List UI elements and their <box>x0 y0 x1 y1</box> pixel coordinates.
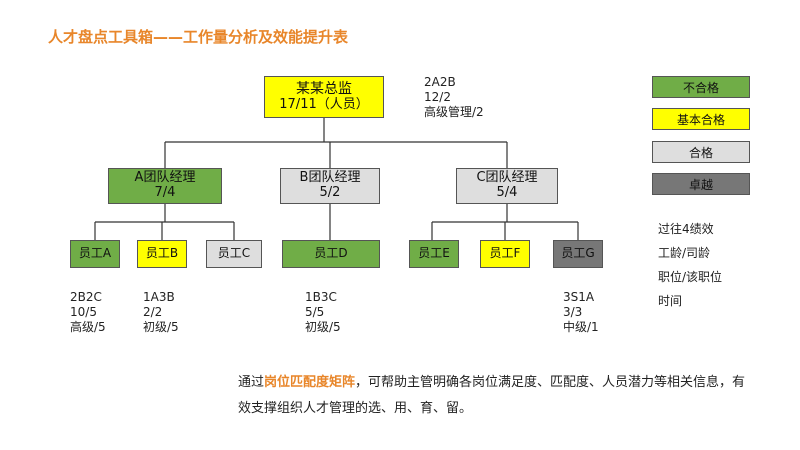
staff-b-info: 1A3B 2/2 初级/5 <box>143 290 179 335</box>
legend-unqualified: 不合格 <box>652 76 750 98</box>
legend-label: 卓越 <box>688 177 713 192</box>
staff-g-info: 3S1A 3/3 中级/1 <box>563 290 599 335</box>
legend-label: 基本合格 <box>676 112 725 127</box>
staff-b-box: 员工B <box>137 240 187 268</box>
staff-d-box: 员工D <box>282 240 380 268</box>
staff-f-name: 员工F <box>489 246 521 261</box>
legend-qualified: 合格 <box>652 141 750 163</box>
director-box: 某某总监 17/11（人员） <box>264 76 384 118</box>
staff-a-box: 员工A <box>70 240 120 268</box>
staff-e-box: 员工E <box>409 240 459 268</box>
staff-b-name: 员工B <box>145 246 179 261</box>
staff-c-box: 员工C <box>206 240 262 268</box>
director-name: 某某总监 <box>296 81 352 98</box>
staff-info-line: 中级/1 <box>563 320 599 334</box>
staff-info-line: 2/2 <box>143 305 163 319</box>
description-paragraph: 通过岗位匹配度矩阵，可帮助主管明确各岗位满足度、匹配度、人员潜力等相关信息，有效… <box>238 370 758 422</box>
legend-desc-line: 过往4绩效 <box>658 222 714 236</box>
page-title: 人才盘点工具箱——工作量分析及效能提升表 <box>48 28 349 46</box>
manager-a-box: A团队经理 7/4 <box>108 168 222 204</box>
manager-c-sub: 5/4 <box>496 185 518 200</box>
legend-basic: 基本合格 <box>652 108 750 130</box>
director-info: 2A2B 12/2 高级管理/2 <box>424 75 484 120</box>
legend-label: 不合格 <box>682 80 719 95</box>
legend-label: 合格 <box>688 145 713 160</box>
staff-info-line: 1B3C <box>305 290 337 304</box>
staff-info-line: 10/5 <box>70 305 97 319</box>
legend-desc-line: 时间 <box>658 294 683 308</box>
staff-d-info: 1B3C 5/5 初级/5 <box>305 290 341 335</box>
staff-g-name: 员工G <box>561 246 595 261</box>
director-sub: 17/11（人员） <box>279 96 369 112</box>
staff-info-line: 高级/5 <box>70 320 106 334</box>
legend-description: 过往4绩效 工龄/司龄 职位/该职位 时间 <box>658 217 722 313</box>
manager-a-name: A团队经理 <box>134 170 196 186</box>
manager-b-box: B团队经理 5/2 <box>280 168 380 204</box>
staff-info-line: 1A3B <box>143 290 175 304</box>
legend-desc-line: 职位/该职位 <box>658 270 723 284</box>
manager-c-box: C团队经理 5/4 <box>456 168 558 204</box>
staff-a-info: 2B2C 10/5 高级/5 <box>70 290 106 335</box>
staff-info-line: 3/3 <box>563 305 583 319</box>
director-info-line: 高级管理/2 <box>424 105 484 119</box>
manager-c-name: C团队经理 <box>476 170 538 186</box>
manager-b-sub: 5/2 <box>319 185 341 200</box>
director-info-line: 12/2 <box>424 90 451 104</box>
staff-info-line: 3S1A <box>563 290 595 304</box>
director-info-line: 2A2B <box>424 75 456 89</box>
staff-c-name: 员工C <box>217 246 251 261</box>
legend-desc-line: 工龄/司龄 <box>658 246 711 260</box>
staff-f-box: 员工F <box>480 240 530 268</box>
staff-d-name: 员工D <box>314 246 348 261</box>
legend-excellent: 卓越 <box>652 173 750 195</box>
staff-info-line: 初级/5 <box>143 320 179 334</box>
description-highlight: 岗位匹配度矩阵 <box>264 375 356 390</box>
description-post: ，可帮助主管明确各岗位满足度、匹配度、人员潜力等相关信息，有效支撑组织人才管理的… <box>238 375 746 416</box>
staff-info-line: 初级/5 <box>305 320 341 334</box>
staff-g-box: 员工G <box>553 240 603 268</box>
staff-e-name: 员工E <box>418 246 450 261</box>
description-pre: 通过 <box>238 375 265 390</box>
staff-a-name: 员工A <box>78 246 112 261</box>
manager-a-sub: 7/4 <box>154 185 176 200</box>
staff-info-line: 5/5 <box>305 305 325 319</box>
staff-info-line: 2B2C <box>70 290 102 304</box>
manager-b-name: B团队经理 <box>299 170 361 186</box>
